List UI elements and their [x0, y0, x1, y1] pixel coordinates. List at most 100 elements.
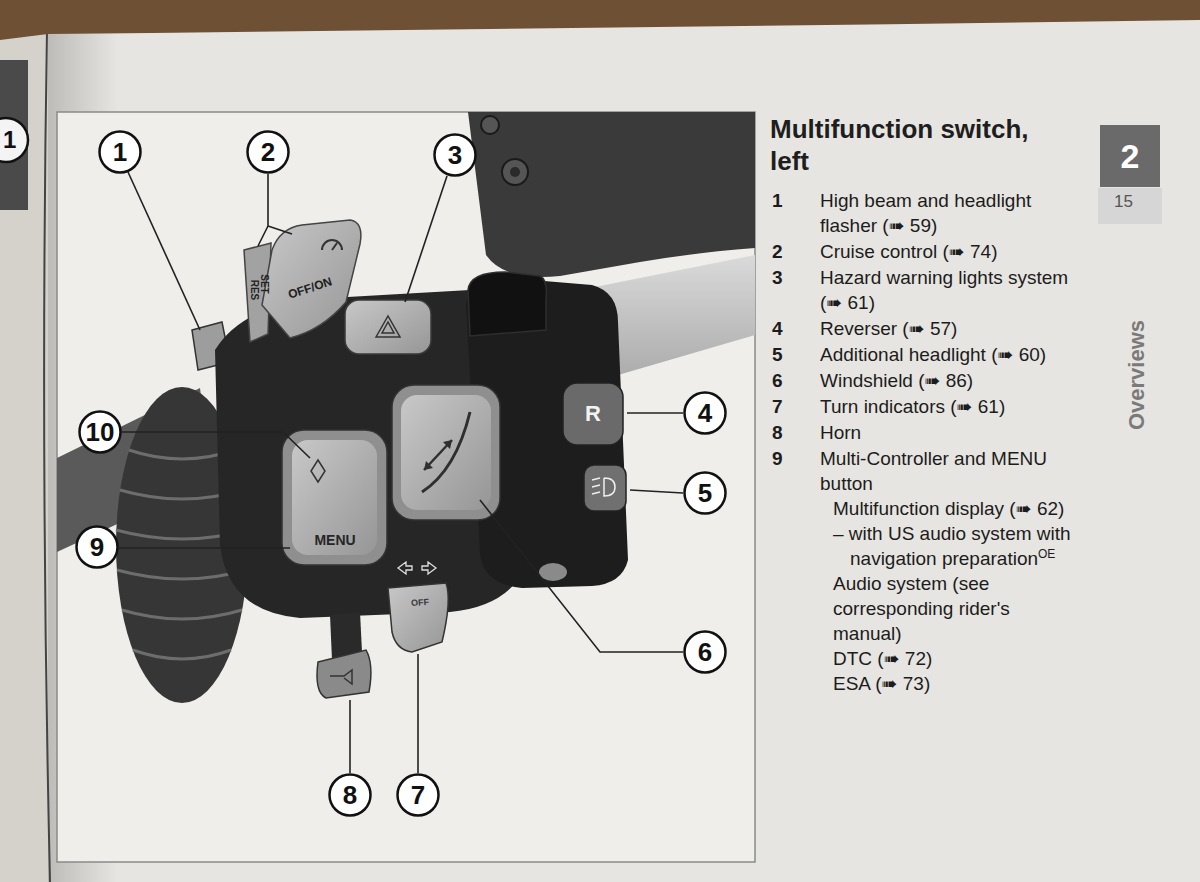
callout-number: 1 — [113, 139, 127, 165]
windshield-symbol — [422, 412, 470, 492]
item-line: Horn — [820, 420, 1078, 445]
item-text-column: Cruise control (➠ 74) — [820, 239, 1078, 264]
item-line: Multi-Controller and MENU button — [820, 446, 1078, 496]
callout-number: 10 — [86, 419, 115, 445]
reverse-button — [563, 383, 623, 445]
menu-button — [282, 430, 387, 565]
list-item: 6Windshield (➠ 86) — [772, 368, 1092, 393]
hazard-button — [345, 300, 431, 354]
item-text-column: Multi-Controller and MENU buttonMultifun… — [820, 446, 1078, 696]
item-line: ESA (➠ 73) — [833, 671, 1078, 696]
callout-number: 8 — [343, 782, 357, 808]
item-line: Turn indicators (➠ 61) — [820, 394, 1078, 419]
windshield-arrow — [424, 440, 452, 470]
item-line: Additional headlight (➠ 60) — [820, 342, 1078, 367]
chapter-number: 2 — [1121, 139, 1140, 173]
leader-line — [627, 412, 683, 414]
leader-line — [119, 547, 290, 549]
callout-number: 9 — [90, 534, 104, 560]
item-text: High beam and headlight flasher (➠ 59) — [820, 190, 1031, 236]
button-label: OFF — [411, 598, 430, 608]
list-item: 3Hazard warning lights system (➠ 61) — [772, 265, 1092, 315]
item-line: Windshield (➠ 86) — [820, 368, 1078, 393]
item-text: Additional headlight (➠ 60) — [820, 344, 1046, 365]
callout-outline — [77, 527, 118, 568]
callout-circle: 1 — [98, 130, 142, 174]
item-number: 5 — [772, 342, 820, 367]
item-number: 4 — [772, 316, 820, 341]
item-text: Turn indicators (➠ 61) — [820, 396, 1005, 417]
set-res-rocker — [244, 243, 271, 342]
callout-circle: 2 — [246, 130, 290, 174]
callout-outline — [685, 393, 726, 434]
headlight-symbol — [592, 478, 615, 496]
windshield-button-face — [401, 395, 491, 510]
callout-circle: 8 — [328, 773, 372, 817]
item-text-column: Horn — [820, 420, 1078, 445]
button-label: RES — [249, 280, 259, 301]
mirror-mount — [468, 112, 755, 277]
block-knob — [539, 563, 567, 581]
item-number: 6 — [772, 368, 820, 393]
item-line: DTC (➠ 72) — [833, 646, 1078, 671]
leader-line — [122, 432, 310, 458]
cruise-symbol — [322, 240, 342, 250]
list-item: 2Cruise control (➠ 74) — [772, 239, 1092, 264]
callout-circle: 4 — [683, 391, 727, 435]
figure-frame — [57, 112, 755, 862]
cruise-control-switch — [262, 220, 361, 338]
item-text-column: High beam and headlight flasher (➠ 59) — [820, 188, 1078, 238]
button-label: R — [585, 403, 601, 425]
leader-line — [480, 500, 683, 652]
parts-list: 1High beam and headlight flasher (➠ 59)2… — [772, 188, 1092, 697]
tabletop — [0, 0, 1200, 40]
bolt-hole — [510, 167, 520, 177]
item-line: – with US audio system with navigation p… — [833, 521, 1078, 571]
callout-circle: 3 — [433, 133, 477, 177]
list-item: 4Reverser (➠ 57) — [772, 316, 1092, 341]
item-line: Audio system (see corresponding rider's … — [833, 571, 1078, 646]
list-item: 7Turn indicators (➠ 61) — [772, 394, 1092, 419]
callout-outline — [330, 775, 371, 816]
windshield-arrowheads — [424, 440, 452, 470]
item-text-column: Additional headlight (➠ 60) — [820, 342, 1078, 367]
left-page-circle — [0, 118, 28, 162]
item-line: Hazard warning lights system (➠ 61) — [820, 265, 1078, 315]
callout-number: 2 — [261, 139, 275, 165]
callout-outline — [685, 632, 726, 673]
leader-line — [128, 172, 200, 330]
list-item: 8Horn — [772, 420, 1092, 445]
chapter-number: 1 — [3, 128, 16, 152]
item-text: Reverser (➠ 57) — [820, 318, 957, 339]
item-text-column: Reverser (➠ 57) — [820, 316, 1078, 341]
item-text-column: Turn indicators (➠ 61) — [820, 394, 1078, 419]
callout-number: 6 — [698, 639, 712, 665]
item-number: 9 — [772, 446, 820, 696]
item-number: 8 — [772, 420, 820, 445]
callout-outline — [80, 412, 121, 453]
item-text-column: Hazard warning lights system (➠ 61) — [820, 265, 1078, 315]
callout-number: 3 — [448, 142, 462, 168]
section-tab-label: Overviews — [1126, 320, 1148, 430]
item-text: ESA (➠ 73) — [833, 673, 930, 694]
windshield-button — [392, 385, 500, 520]
item-text: Multi-Controller and MENU button — [820, 448, 1047, 494]
list-item: 5Additional headlight (➠ 60) — [772, 342, 1092, 367]
tab-strip — [1098, 188, 1162, 224]
item-line: High beam and headlight flasher (➠ 59) — [820, 188, 1078, 238]
item-text: DTC (➠ 72) — [833, 648, 932, 669]
item-text: Audio system (see corresponding rider's … — [833, 573, 1010, 644]
leader-line — [405, 176, 447, 302]
callout-outline — [435, 135, 476, 176]
page-edge — [44, 30, 50, 882]
callout-circle: 7 — [396, 773, 440, 817]
bolt — [502, 159, 528, 185]
block-flap — [468, 272, 546, 336]
menu-button-face — [292, 440, 377, 555]
item-number: 3 — [772, 265, 820, 315]
item-number: 2 — [772, 239, 820, 264]
hazard-symbol — [376, 316, 400, 337]
callout-circle: 6 — [683, 630, 727, 674]
